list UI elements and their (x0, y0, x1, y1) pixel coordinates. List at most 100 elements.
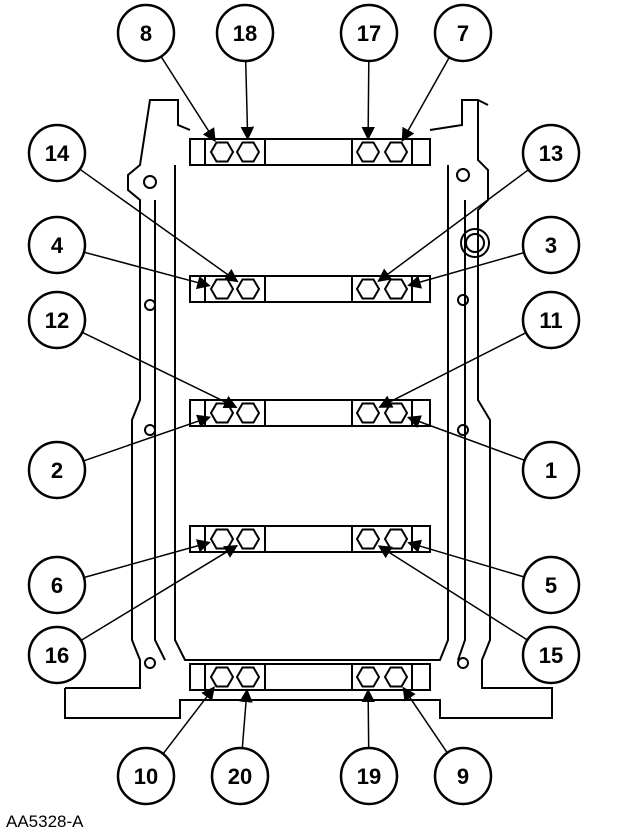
block-bore-boss (460, 228, 490, 258)
callout-14: 14 (27, 123, 87, 183)
rib-4-right-inner-bolt-head (355, 528, 381, 550)
rib-3-right-outer-bolt-head (383, 402, 409, 424)
callout-5: 5 (521, 555, 581, 615)
callout-13: 13 (521, 123, 581, 183)
leader-line-19 (361, 688, 375, 749)
block-inner-left-wall (174, 165, 449, 661)
callout-circle-3 (521, 215, 581, 275)
leader-line-11 (378, 332, 527, 408)
callout-circle-2 (27, 440, 87, 500)
leader-line-4 (83, 251, 211, 290)
leader-line-14 (79, 168, 239, 283)
callout-circle-9 (433, 746, 493, 806)
callout-11: 11 (521, 290, 581, 350)
leader-line-3 (407, 251, 525, 289)
callout-label-13: 13 (539, 141, 563, 166)
leader-line-18 (240, 60, 255, 141)
leader-line-13 (377, 169, 529, 283)
rib-5-right-inner-bolt-head (355, 666, 381, 688)
callout-label-4: 4 (51, 233, 64, 258)
rib-4-left-outer-bolt-head (209, 528, 235, 550)
leader-line-6 (83, 539, 211, 579)
rib-2-right-inner-bolt-head (355, 278, 381, 300)
leader-line-17 (361, 60, 375, 141)
leader-line-1 (406, 415, 525, 462)
leader-line-9 (402, 686, 448, 754)
engine-block-outline (64, 99, 553, 719)
rib-3-left-inner-bolt-head (235, 402, 261, 424)
block-hole-left-2 (144, 299, 156, 311)
callout-label-9: 9 (457, 764, 469, 789)
block-left-bottom (64, 688, 196, 719)
callout-circle-6 (27, 555, 87, 615)
rib-2-left-outer-bolt-head (209, 278, 235, 300)
rib-3-left-outer-bolt-head (209, 402, 235, 424)
callout-10: 10 (116, 746, 176, 806)
rib-5-left-outer-bolt-head (209, 666, 235, 688)
leader-line-7 (401, 57, 450, 142)
callout-20: 20 (210, 746, 270, 806)
callout-label-2: 2 (51, 458, 63, 483)
callout-circle-7 (433, 3, 493, 63)
callout-1: 1 (521, 440, 581, 500)
leader-line-16 (80, 544, 239, 642)
callout-label-6: 6 (51, 573, 63, 598)
callout-label-5: 5 (545, 573, 557, 598)
callout-circle-17 (339, 3, 399, 63)
callout-circle-5 (521, 555, 581, 615)
callout-label-12: 12 (45, 308, 69, 333)
block-inner-right-step (457, 200, 466, 661)
callout-7: 7 (433, 3, 493, 63)
rib-1-left-outer-bolt-head (209, 141, 235, 163)
callout-label-16: 16 (45, 643, 69, 668)
rib-2-right-outer-bolt-head (383, 278, 409, 300)
block-inner-left-step (154, 200, 166, 661)
block-hole-right-3 (457, 424, 469, 436)
block-hole-right-4 (457, 657, 469, 669)
callout-4: 4 (27, 215, 87, 275)
block-hole-left-1 (143, 175, 157, 189)
callout-2: 2 (27, 440, 87, 500)
callout-circle-18 (215, 3, 275, 63)
block-hole-left-4 (144, 657, 156, 669)
callout-circle-10 (116, 746, 176, 806)
block-bottom-flange-right (429, 99, 489, 131)
callout-6: 6 (27, 555, 87, 615)
callout-18: 18 (215, 3, 275, 63)
figure-id: AA5328-A (6, 812, 84, 831)
leader-line-10 (162, 686, 215, 755)
rib-1-right-outer-bolt-head (383, 141, 409, 163)
block-hole-left-3 (144, 424, 156, 436)
callout-label-15: 15 (539, 643, 563, 668)
callout-3: 3 (521, 215, 581, 275)
rib-5-right-outer-bolt-head (383, 666, 409, 688)
leader-line-2 (83, 414, 211, 462)
callout-label-17: 17 (357, 21, 381, 46)
rib-1-left-inner-bolt-head (235, 141, 261, 163)
block-bore-boss-inner (465, 233, 485, 253)
callout-circle-20 (210, 746, 270, 806)
block-hole-right-1 (456, 168, 470, 182)
leader-line-12 (81, 331, 238, 409)
callout-circle-15 (521, 625, 581, 685)
callout-circle-16 (27, 625, 87, 685)
callout-label-19: 19 (357, 764, 381, 789)
bolt-heads (209, 141, 409, 688)
callout-label-8: 8 (140, 21, 152, 46)
callout-circle-1 (521, 440, 581, 500)
callout-circle-13 (521, 123, 581, 183)
callout-label-14: 14 (45, 141, 70, 166)
rib-3-right-inner-bolt-head (355, 402, 381, 424)
callout-circle-11 (521, 290, 581, 350)
callout-circle-14 (27, 123, 87, 183)
rib-1-right-inner-bolt-head (355, 141, 381, 163)
callout-15: 15 (521, 625, 581, 685)
leader-line-8 (160, 56, 216, 143)
callout-label-3: 3 (545, 233, 557, 258)
leader-line-5 (407, 539, 525, 578)
callout-circle-8 (116, 3, 176, 63)
rib-4-right-outer-bolt-head (383, 528, 409, 550)
rib-5-left-inner-bolt-head (235, 666, 261, 688)
callout-label-18: 18 (233, 21, 257, 46)
